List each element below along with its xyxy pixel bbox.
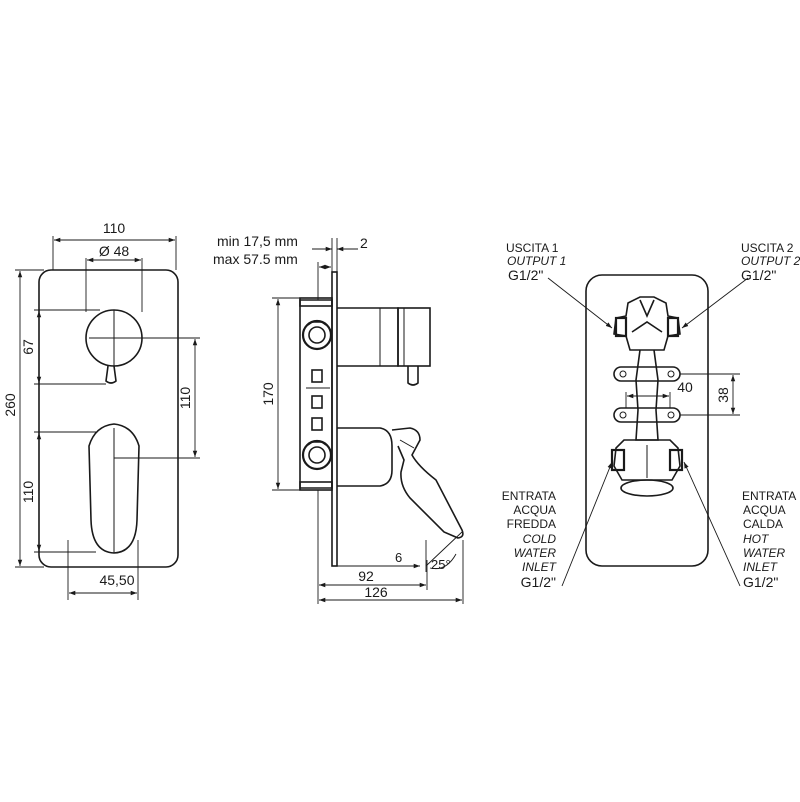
rear-central-pipe: [635, 349, 659, 441]
svg-text:CALDA: CALDA: [743, 517, 783, 531]
svg-text:WATER: WATER: [514, 546, 557, 560]
svg-text:ACQUA: ACQUA: [513, 503, 556, 517]
front-knob-stem: [105, 365, 117, 384]
side-upper-cartridge: [301, 319, 333, 351]
front-spacing-label: 110: [177, 387, 193, 410]
rear-hot-inlet-label: ENTRATA ACQUA CALDA HOT WATER INLET G1/2…: [742, 489, 796, 590]
rear-view: 40 38 USCITA 1 OUTPUT 1 G1/2" USCITA 2 O…: [502, 241, 800, 590]
front-height-label: 260: [2, 393, 18, 417]
rear-upper-bracket: [613, 366, 681, 382]
rear-back-plate: [585, 274, 709, 567]
svg-text:G1/2": G1/2": [521, 574, 556, 590]
rear-outlet-2-thread: G1/2": [741, 267, 776, 283]
side-depth-92-label: 92: [358, 568, 374, 584]
side-lever-body: [337, 427, 393, 487]
front-mixer-lever: [88, 423, 140, 554]
side-lower-cartridge: [301, 439, 333, 471]
front-cover-plate: [38, 269, 179, 568]
rear-lower-bracket: [613, 407, 681, 423]
rear-outlet-2-english: OUTPUT 2: [741, 254, 800, 268]
side-view: 2 min 17,5 mm max 57.5 mm 170 92 126 6 2…: [213, 233, 464, 604]
side-knob-body: [337, 307, 399, 367]
svg-text:WATER: WATER: [743, 546, 786, 560]
side-lever-handle: [391, 427, 464, 539]
front-view: 110 Ø 48 260 67 110 110 45,50: [2, 220, 200, 600]
rear-outlet-1-label: USCITA 1: [506, 241, 559, 255]
rear-cold-inlet-label: ENTRATA ACQUA FREDDA COLD WATER INLET G1…: [502, 489, 558, 590]
rear-outlet-2-label: USCITA 2: [741, 241, 794, 255]
side-depth-max-label: max 57.5 mm: [213, 251, 298, 267]
svg-text:ENTRATA: ENTRATA: [502, 489, 556, 503]
front-knob-height-label: 67: [20, 339, 36, 355]
front-width-label: 110: [103, 220, 126, 236]
front-lever-offset-label: 45,50: [99, 572, 134, 588]
side-lever-angle-label: 25°: [431, 557, 451, 572]
side-body-height-label: 170: [260, 382, 276, 406]
svg-text:HOT: HOT: [743, 532, 770, 546]
rear-upper-outlet-body: [613, 296, 681, 351]
front-knob-diameter-label: Ø 48: [99, 243, 130, 259]
svg-text:G1/2": G1/2": [743, 574, 778, 590]
side-plate-thickness-label: 2: [360, 235, 368, 251]
side-depth-126-label: 126: [364, 584, 388, 600]
svg-text:INLET: INLET: [743, 560, 779, 574]
rear-outlet-1-english: OUTPUT 1: [507, 254, 566, 268]
side-lever-gap-label: 6: [395, 550, 402, 565]
side-depth-min-label: min 17,5 mm: [217, 233, 298, 249]
rear-dim-38-label: 38: [715, 387, 731, 403]
rear-lower-mixer-body: [613, 439, 681, 481]
svg-text:ACQUA: ACQUA: [743, 503, 786, 517]
svg-text:COLD: COLD: [523, 532, 557, 546]
rear-outlet-1-thread: G1/2": [508, 267, 543, 283]
rear-dim-40-label: 40: [677, 379, 693, 395]
front-lever-height-label: 110: [20, 481, 36, 504]
svg-text:ENTRATA: ENTRATA: [742, 489, 796, 503]
svg-text:INLET: INLET: [522, 560, 558, 574]
svg-text:FREDDA: FREDDA: [507, 517, 556, 531]
